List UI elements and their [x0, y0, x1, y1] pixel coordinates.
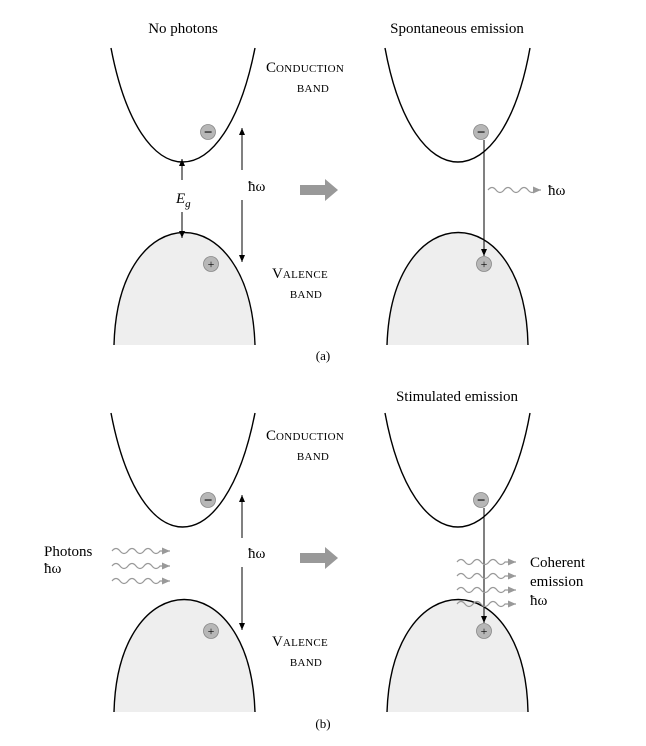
transition-arrow-a [300, 179, 338, 201]
incoming-photons-energy: ħω [44, 561, 62, 577]
emitted-photon-wave [487, 186, 541, 194]
electron-symbol-b: − [204, 493, 213, 509]
electron-carrier-b-right [473, 492, 489, 508]
emitted-photon-label: ħω [548, 183, 566, 199]
electron-symbol: − [204, 125, 213, 141]
electron-carrier-right [473, 124, 489, 140]
hole-carrier-right [476, 256, 492, 272]
gap-label: Eg [175, 191, 191, 210]
valence-band-fill-b-right [387, 599, 528, 712]
conduction-band-curve-right [384, 47, 531, 163]
valence-band-fill [114, 232, 255, 345]
hole-carrier [203, 256, 219, 272]
valence-band-fill-b [114, 599, 255, 712]
caption-a: (a) [316, 348, 330, 363]
panel-b-right-title: Stimulated emission [396, 389, 519, 405]
panel-a: No photons Spontaneous emission − + Eg ħ… [110, 21, 566, 363]
valence-band-curve-b [113, 599, 256, 713]
valence-band-fill-right [387, 232, 528, 345]
coherent-label-3: ħω [530, 593, 548, 609]
caption-b: (b) [315, 716, 330, 731]
hole-symbol: + [208, 257, 215, 271]
coherent-label-2: emission [530, 574, 584, 590]
valence-band-label-a-line2: BAND [290, 289, 322, 301]
conduction-band-curve [110, 47, 256, 163]
panel-a-right-title: Spontaneous emission [390, 21, 524, 37]
coherent-photon-wave-2 [456, 572, 516, 580]
coherent-photon-wave-4 [456, 600, 516, 608]
valence-band-curve-b-right [386, 599, 529, 713]
coherent-label-1: Coherent [530, 555, 586, 571]
coherent-photon-wave-3 [456, 586, 516, 594]
valence-band-label-b-line2: BAND [290, 657, 322, 669]
incoming-photons-label: Photons [44, 544, 93, 560]
incoming-photon-wave-2 [111, 562, 170, 570]
hole-symbol-b-right: + [481, 624, 488, 638]
hole-carrier-b-right [476, 623, 492, 639]
electron-symbol-right: − [477, 125, 486, 141]
conduction-band-label-a: CONDUCTION [266, 60, 344, 76]
conduction-band-curve-b [110, 412, 256, 528]
electron-carrier-b [200, 492, 216, 508]
transition-arrow-b [300, 547, 338, 569]
conduction-band-label-b-line2: BAND [297, 451, 329, 463]
panel-b: Stimulated emission − + ħω Photons ħω CO… [44, 389, 586, 731]
valence-band-label-b: VALENCE [272, 634, 328, 650]
conduction-band-label-a-line2: BAND [297, 83, 329, 95]
photon-energy-label-b: ħω [248, 546, 266, 562]
hole-symbol-b: + [208, 624, 215, 638]
hole-symbol-right: + [481, 257, 488, 271]
valence-band-curve-right [386, 232, 529, 346]
valence-band-label-a: VALENCE [272, 266, 328, 282]
conduction-band-curve-b-right [384, 412, 531, 528]
hole-carrier-b [203, 623, 219, 639]
conduction-band-label-b: CONDUCTION [266, 428, 344, 444]
coherent-photon-wave-1 [456, 558, 516, 566]
incoming-photon-wave-1 [111, 547, 170, 555]
incoming-photon-wave-3 [111, 577, 170, 585]
electron-carrier [200, 124, 216, 140]
panel-a-left-title: No photons [148, 21, 218, 37]
electron-symbol-b-right: − [477, 493, 486, 509]
photon-energy-label: ħω [248, 179, 266, 195]
